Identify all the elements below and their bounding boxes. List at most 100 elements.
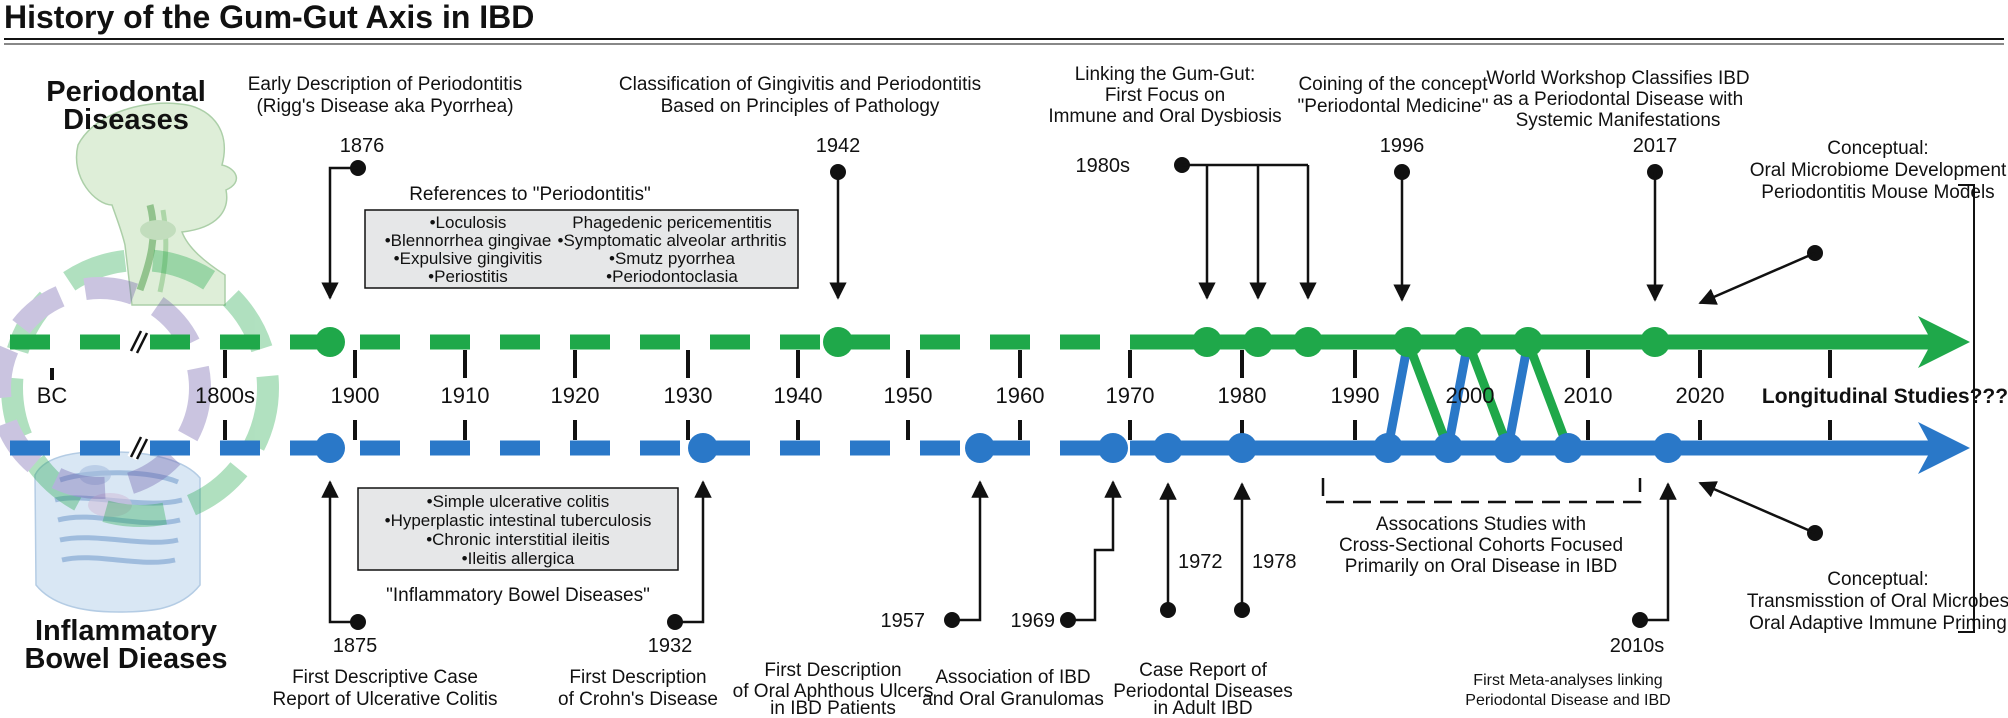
event-1942: Classification of Gingivitis and Periodo…: [619, 74, 981, 300]
event-1957-line2: of Oral Aphthous Ulcers: [733, 681, 934, 702]
decade-label-1950: 1950: [884, 383, 933, 408]
decade-label-1900: 1900: [331, 383, 380, 408]
decade-label-1970: 1970: [1106, 383, 1155, 408]
reference-right-3: •Periodontoclasia: [606, 267, 738, 286]
ibd-track: [10, 422, 1970, 474]
ibd-term-1: •Hyperplastic intestinal tuberculosis: [385, 511, 652, 530]
event-1996-date: 1996: [1380, 135, 1425, 157]
axis-break-top: [127, 329, 149, 355]
reference-right-1: •Symptomatic alveolar arthritis: [558, 231, 787, 250]
reference-left-0: •Loculosis: [430, 213, 507, 232]
conceptual-bottom-line3: Oral Adaptive Immune Priming: [1749, 613, 2007, 634]
event-2010s-line2: Periodontal Disease and IBD: [1465, 692, 1670, 709]
event-1972-line1: Case Report of: [1139, 660, 1268, 681]
event-1932-line2: of Crohn's Disease: [558, 689, 718, 710]
periodontal-event-dots: [315, 327, 1670, 357]
cross-links: [1383, 337, 1573, 453]
conceptual-bottom: Conceptual: Transmisstion of Oral Microb…: [1698, 481, 2008, 634]
periodontal-track-arrowhead: [1918, 316, 1970, 368]
event-1972-1978: 1972 1978 Case Report of Periodontal Dis…: [1113, 482, 1297, 718]
event-2010s-date: 2010s: [1610, 635, 1665, 657]
event-1876-line2: (Rigg's Disease aka Pyorrhea): [256, 96, 513, 117]
decade-label-bc: BC: [37, 383, 68, 408]
dashed-circle-decoration: [0, 249, 279, 527]
ibd-track-arrowhead: [1918, 422, 1970, 474]
ibd-box-caption: "Inflammatory Bowel Diseases": [386, 585, 650, 606]
ibd-label-line2: Bowel Dieases: [24, 643, 227, 675]
event-1932: 1932 First Description of Crohn's Diseas…: [558, 480, 718, 710]
reference-right-2: •Smutz pyorrhea: [609, 249, 735, 268]
longitudinal-studies-label: Longitudinal Studies???: [1762, 385, 2008, 408]
event-1876-date: 1876: [340, 135, 385, 157]
association-line3: Primarily on Oral Disease in IBD: [1345, 556, 1617, 577]
decade-label-2020: 2020: [1676, 383, 1725, 408]
event-1876-line1: Early Description of Periodontitis: [248, 74, 523, 95]
periodontal-label-line1: Periodontal: [46, 76, 206, 108]
event-1969: 1969 Association of IBD and Oral Granulo…: [922, 480, 1122, 710]
reference-left-1: •Blennorrhea gingivae: [385, 231, 552, 250]
event-1996-line2: "Periodontal Medicine": [1298, 96, 1489, 117]
head-illustration: [75, 102, 238, 306]
event-1932-line1: First Description: [569, 667, 706, 688]
event-1980s-line2: First Focus on: [1105, 85, 1225, 106]
conceptual-top: Conceptual: Oral Microbiome Development …: [1698, 138, 2007, 305]
event-1972-date: 1972: [1178, 551, 1223, 573]
ibd-term-2: •Chronic interstitial ileitis: [426, 530, 610, 549]
event-1996-line1: Coining of the concept: [1298, 74, 1488, 95]
page-title: History of the Gum-Gut Axis in IBD: [4, 0, 534, 35]
event-1957-line1: First Description: [764, 660, 901, 681]
event-1957-date: 1957: [881, 610, 926, 632]
event-1875-line2: Report of Ulcerative Colitis: [273, 689, 498, 710]
ibd-label-line1: Inflammatory: [35, 615, 217, 647]
axis-break-bottom: [127, 435, 149, 461]
event-1978-date: 1978: [1252, 551, 1297, 573]
conceptual-bottom-line2: Transmisstion of Oral Microbes: [1747, 591, 2008, 612]
ibd-term-3: •Ileitis allergica: [462, 549, 575, 568]
event-1932-date: 1932: [648, 635, 693, 657]
conceptual-top-line2: Oral Microbiome Development: [1750, 160, 2007, 181]
event-1969-date: 1969: [1011, 610, 1056, 632]
event-1875-line1: First Descriptive Case: [292, 667, 478, 688]
reference-left-3: •Periostitis: [428, 267, 508, 286]
conceptual-bracket: [1958, 184, 1975, 633]
periodontal-side-label: Periodontal Diseases: [46, 76, 206, 136]
gut-illustration: [34, 450, 201, 613]
decade-label-1960: 1960: [996, 383, 1045, 408]
event-2017: World Workshop Classifies IBD as a Perio…: [1486, 68, 1750, 302]
event-2017-date: 2017: [1633, 135, 1678, 157]
event-1942-line2: Based on Principles of Pathology: [661, 96, 940, 117]
conceptual-bottom-line1: Conceptual:: [1827, 569, 1928, 590]
event-1875-date: 1875: [333, 635, 378, 657]
event-1969-line2: and Oral Granulomas: [922, 689, 1104, 710]
association-studies: Assocations Studies with Cross-Sectional…: [1321, 478, 1642, 577]
decade-label-1940: 1940: [774, 383, 823, 408]
event-1996: Coining of the concept "Periodontal Medi…: [1298, 74, 1489, 302]
reference-right-0: Phagedenic pericementitis: [572, 213, 771, 232]
event-2017-line2: as a Periodontal Disease with: [1493, 89, 1743, 110]
conceptual-top-line1: Conceptual:: [1827, 138, 1928, 159]
decade-label-1910: 1910: [441, 383, 490, 408]
ibd-side-label: Inflammatory Bowel Dieases: [24, 615, 227, 675]
event-1980s-date: 1980s: [1076, 155, 1131, 177]
event-1980s-line3: Immune and Oral Dysbiosis: [1048, 106, 1281, 127]
event-1875: 1875 First Descriptive Case Report of Ul…: [273, 480, 498, 710]
ibd-terms-box: •Simple ulcerative colitis •Hyperplastic…: [357, 487, 679, 606]
event-1957-line3: in IBD Patients: [770, 698, 896, 718]
decade-label-1930: 1930: [664, 383, 713, 408]
event-2017-line3: Systemic Manifestations: [1516, 110, 1721, 131]
decade-label-1980: 1980: [1218, 383, 1267, 408]
decade-label-1990: 1990: [1331, 383, 1380, 408]
decade-label-1920: 1920: [551, 383, 600, 408]
references-box: References to "Periodontitis" •Loculosis…: [364, 184, 799, 289]
association-line1: Assocations Studies with: [1376, 514, 1586, 535]
event-2010s-line1: First Meta-analyses linking: [1473, 672, 1662, 689]
event-1972-line3: in Adult IBD: [1153, 698, 1252, 718]
reference-left-2: •Expulsive gingivitis: [394, 249, 543, 268]
ibd-event-dots: [315, 433, 1683, 463]
periodontal-track: [10, 316, 1970, 368]
ibd-term-0: •Simple ulcerative colitis: [427, 492, 610, 511]
event-1876: Early Description of Periodontitis (Rigg…: [248, 74, 523, 300]
decade-label-1800s: 1800s: [195, 383, 255, 408]
association-line2: Cross-Sectional Cohorts Focused: [1339, 535, 1623, 556]
